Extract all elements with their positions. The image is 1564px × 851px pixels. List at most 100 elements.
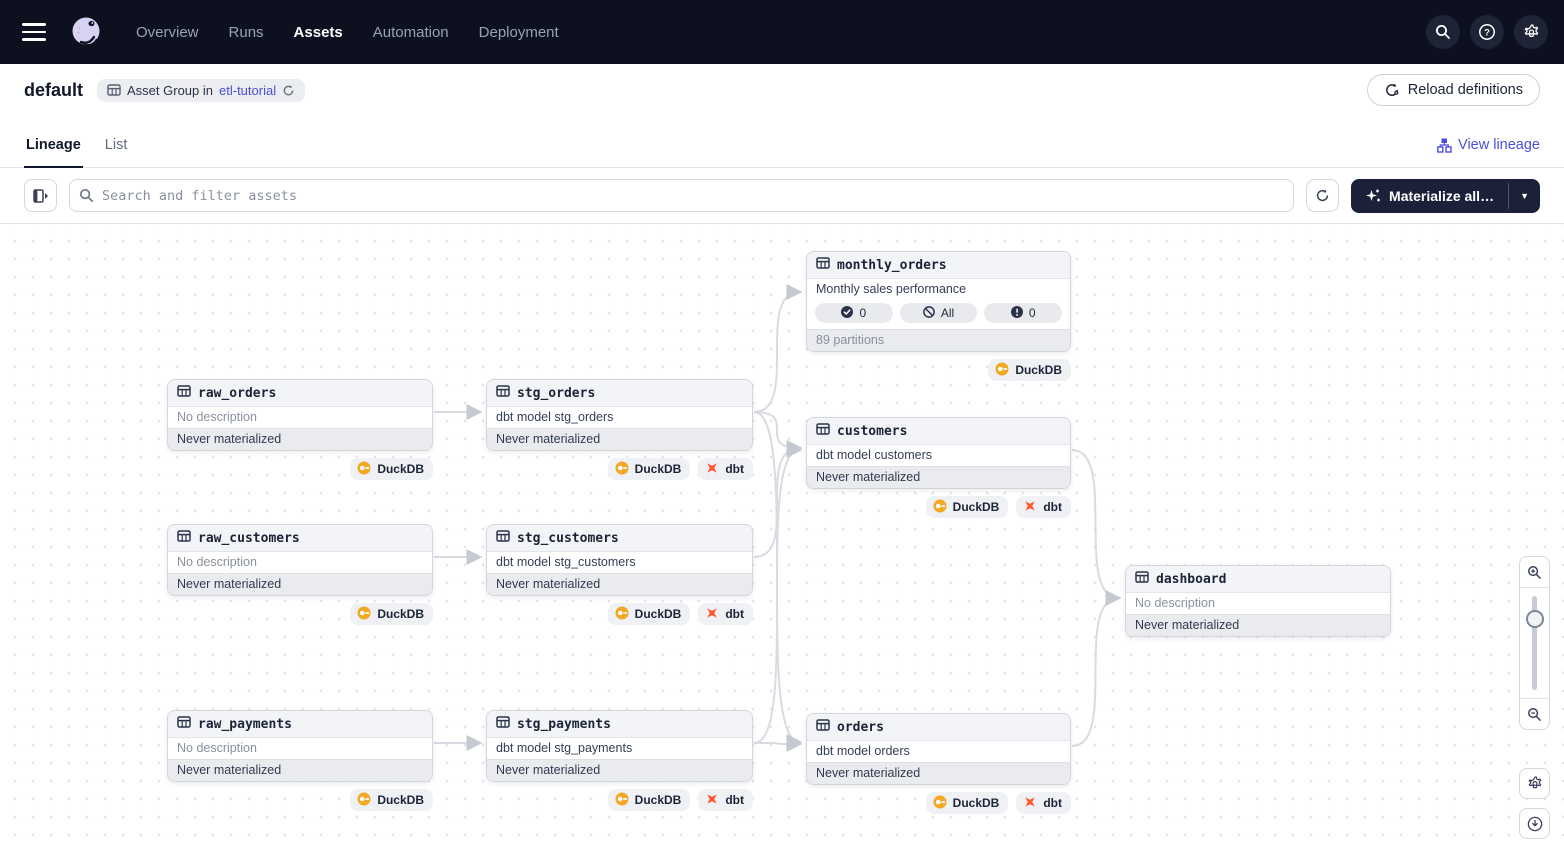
- asset-node-header[interactable]: monthly_orders: [807, 252, 1070, 279]
- help-icon[interactable]: ?: [1470, 15, 1504, 49]
- asset-node-header[interactable]: raw_customers: [168, 525, 432, 552]
- table-icon: [177, 529, 191, 547]
- settings-gear-icon[interactable]: [1514, 15, 1548, 49]
- tag-duckdb[interactable]: DuckDB: [350, 603, 433, 625]
- asset-node-header[interactable]: stg_payments: [487, 711, 752, 738]
- nav-item-runs[interactable]: Runs: [228, 23, 264, 41]
- table-icon: [496, 384, 510, 402]
- table-icon: [496, 715, 510, 733]
- zoom-slider-track[interactable]: [1532, 596, 1537, 690]
- dbt-icon: [705, 461, 719, 478]
- refresh-icon: [1316, 189, 1329, 202]
- lineage-toolbar: Materialize all… ▼: [0, 168, 1564, 224]
- tab-list[interactable]: List: [104, 137, 128, 153]
- download-view-button[interactable]: [1519, 808, 1550, 839]
- dbt-icon: [1023, 499, 1037, 516]
- asset-description: No description: [177, 410, 257, 424]
- zoom-slider-handle[interactable]: [1525, 610, 1544, 628]
- asset-group-badge: Asset Group in etl-tutorial: [97, 78, 306, 102]
- asset-tags-raw_orders: DuckDB: [167, 458, 433, 480]
- graph-settings-button[interactable]: [1519, 768, 1550, 799]
- nav-item-assets[interactable]: Assets: [293, 23, 343, 41]
- tag-dbt[interactable]: dbt: [698, 789, 753, 811]
- divider: [1508, 182, 1510, 209]
- tag-dbt[interactable]: dbt: [698, 458, 753, 480]
- reload-definitions-button[interactable]: Reload definitions: [1366, 74, 1540, 106]
- partition-pill-label: 0: [859, 306, 867, 320]
- asset-tags-raw_payments: DuckDB: [167, 789, 433, 811]
- reload-icon: [1385, 83, 1399, 96]
- materialize-all-button[interactable]: Materialize all…: [1351, 179, 1508, 213]
- check-circle-icon: [841, 305, 854, 321]
- tag-duckdb[interactable]: DuckDB: [607, 603, 691, 625]
- asset-tags-stg_payments: DuckDB dbt: [486, 789, 753, 811]
- asset-status: Never materialized: [1126, 614, 1390, 636]
- tag-duckdb[interactable]: DuckDB: [607, 789, 691, 811]
- nav-items: Overview Runs Assets Automation Deployment: [136, 24, 559, 41]
- tabs: Lineage List: [24, 127, 129, 168]
- asset-tags-customers: DuckDB dbt: [806, 496, 1071, 518]
- nav-item-overview[interactable]: Overview: [136, 23, 199, 41]
- asset-node-header[interactable]: raw_orders: [168, 380, 432, 407]
- tag-duckdb[interactable]: DuckDB: [607, 458, 691, 480]
- zoom-slider[interactable]: [1520, 587, 1549, 699]
- asset-node-header[interactable]: stg_customers: [487, 525, 752, 552]
- download-icon: [1527, 816, 1542, 831]
- asset-status: Never materialized: [487, 573, 752, 595]
- asset-search-input[interactable]: [69, 179, 1295, 212]
- asset-description: dbt model stg_customers: [496, 555, 636, 569]
- duckdb-icon: [357, 606, 371, 623]
- asset-status: Never materialized: [487, 759, 752, 781]
- asset-description: dbt model orders: [816, 744, 910, 758]
- asset-name: raw_payments: [198, 716, 292, 732]
- asset-node-header[interactable]: raw_payments: [168, 711, 432, 738]
- asset-node-header[interactable]: orders: [807, 714, 1070, 741]
- sidebar-toggle-button[interactable]: [24, 179, 57, 212]
- asset-node-header[interactable]: dashboard: [1126, 566, 1390, 593]
- zoom-in-button[interactable]: [1520, 557, 1549, 587]
- zoom-out-button[interactable]: [1520, 699, 1549, 729]
- tag-dbt[interactable]: dbt: [698, 603, 753, 625]
- tag-duckdb[interactable]: DuckDB: [350, 458, 433, 480]
- asset-status: Never materialized: [807, 466, 1070, 488]
- tab-lineage[interactable]: Lineage: [24, 127, 83, 168]
- tag-duckdb[interactable]: DuckDB: [350, 789, 433, 811]
- hamburger-menu-icon[interactable]: [16, 14, 52, 50]
- view-lineage-link[interactable]: View lineage: [1437, 137, 1540, 153]
- code-location-link[interactable]: etl-tutorial: [219, 82, 277, 98]
- asset-name: raw_orders: [198, 385, 277, 401]
- tag-duckdb[interactable]: DuckDB: [988, 359, 1071, 381]
- nav-item-deployment[interactable]: Deployment: [478, 23, 559, 41]
- duckdb-icon: [995, 362, 1009, 379]
- asset-description: No description: [177, 741, 257, 755]
- nav-item-automation[interactable]: Automation: [372, 23, 449, 41]
- sync-icon[interactable]: [282, 84, 295, 97]
- materialize-all-label: Materialize all…: [1389, 187, 1495, 204]
- asset-node-header[interactable]: stg_orders: [487, 380, 752, 407]
- tag-label: DuckDB: [377, 607, 424, 621]
- tag-duckdb[interactable]: DuckDB: [925, 496, 1009, 518]
- tag-dbt[interactable]: dbt: [1016, 792, 1071, 814]
- asset-description: dbt model stg_payments: [496, 741, 633, 755]
- refresh-button[interactable]: [1306, 179, 1340, 212]
- asset-node-header[interactable]: customers: [807, 418, 1070, 445]
- dagster-logo[interactable]: [66, 12, 106, 52]
- tag-duckdb[interactable]: DuckDB: [925, 792, 1009, 814]
- materialize-dropdown-button[interactable]: ▼: [1520, 190, 1529, 201]
- asset-tags-monthly_orders: DuckDB: [806, 359, 1071, 381]
- tag-dbt[interactable]: dbt: [1016, 496, 1071, 518]
- search-icon[interactable]: [1426, 15, 1460, 49]
- sparkle-icon: [1366, 189, 1381, 201]
- tag-label: DuckDB: [634, 607, 682, 621]
